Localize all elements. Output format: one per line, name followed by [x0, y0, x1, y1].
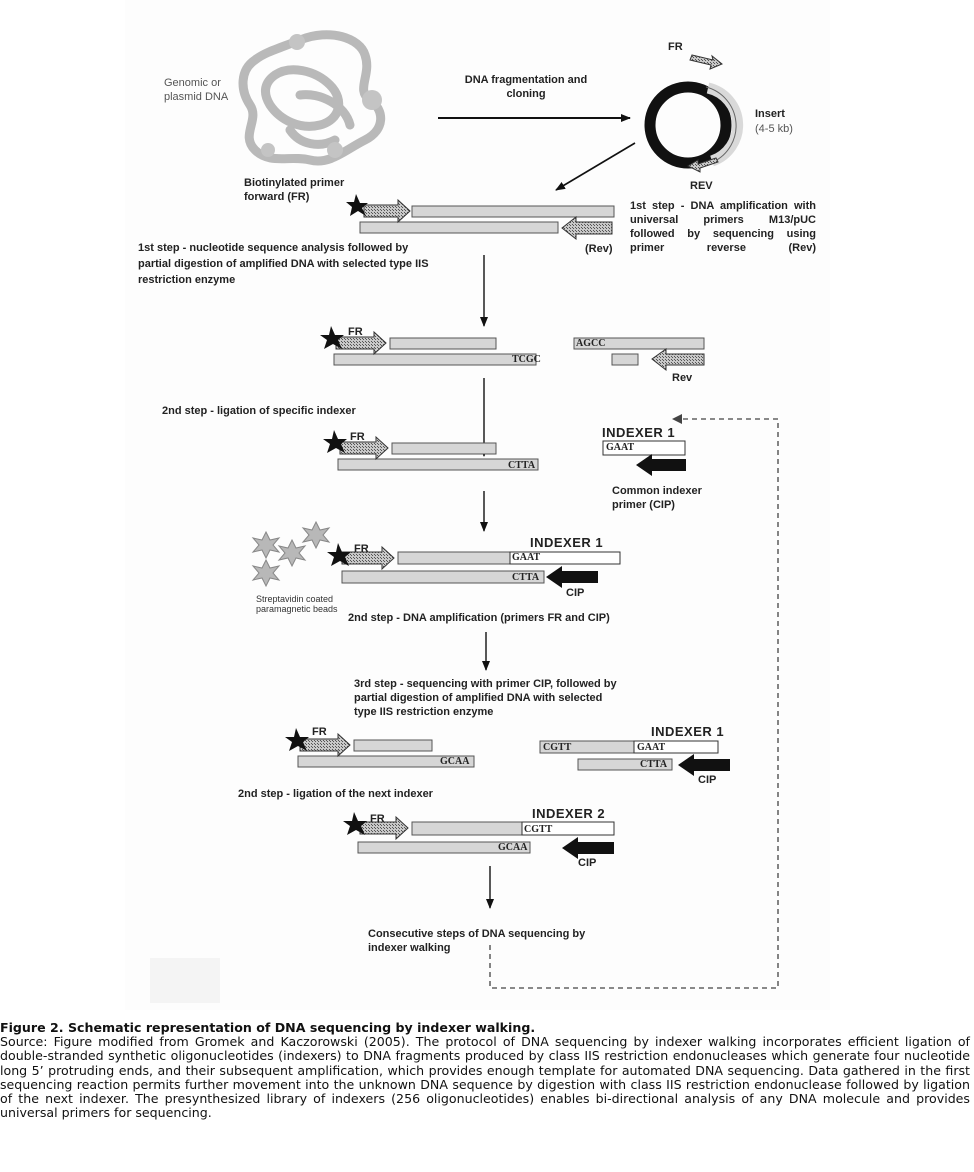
biotinylated-primer-label: Biotinylated primer forward (FR) — [244, 177, 345, 203]
seq-ctta-row3: CTTA — [508, 460, 536, 471]
row1-strands — [346, 194, 615, 241]
seq-agcc: AGCC — [576, 338, 606, 349]
seq-gcaa-row5: GCAA — [440, 756, 470, 767]
seq-gaat-row5: GAAT — [637, 742, 666, 753]
indexer1-box — [602, 440, 686, 476]
beads-label: Streptavidin coated paramagnetic beads — [256, 594, 338, 614]
rev-top-arrow — [686, 157, 719, 173]
seq-cgtt-row5: CGTT — [543, 742, 572, 753]
rev-paren-label: (Rev) — [585, 243, 613, 255]
indexer1-label-row5: INDEXER 1 — [651, 724, 725, 739]
common-indexer-primer-label: Common indexer primer (CIP) — [612, 485, 702, 511]
consecutive-steps-label: Consecutive steps of DNA sequencing by i… — [368, 928, 586, 954]
rev-top-label: REV — [690, 180, 713, 192]
seq-cgtt-row6: CGTT — [524, 824, 553, 835]
row4-strands — [327, 543, 621, 588]
step2-amplification-label: 2nd step - DNA amplification (primers FR… — [348, 612, 610, 624]
seq-gaat-row4: GAAT — [512, 552, 541, 563]
caption-body: Source: Figure modified from Gromek and … — [0, 1034, 970, 1121]
step1-right-label: 1st step - DNA amplification with univer… — [630, 200, 816, 254]
indexer1-label-row4: INDEXER 1 — [530, 535, 604, 550]
plasmid-ring — [644, 81, 744, 169]
genomic-dna-coil — [238, 30, 386, 166]
fr-label-row3: FR — [350, 431, 365, 443]
genomic-dna-label: Genomic or plasmid DNA — [164, 77, 229, 103]
cip-label-row5: CIP — [698, 774, 717, 786]
fr-label-row5: FR — [312, 726, 327, 738]
fr-label-row6: FR — [370, 813, 385, 825]
row2-right-strands — [573, 337, 705, 372]
figure-caption: Figure 2. Schematic representation of DN… — [0, 1020, 970, 1121]
seq-tcgc: TCGC — [512, 354, 541, 365]
fr-top-arrow — [689, 54, 723, 70]
step1-left-label: 1st step - nucleotide sequence analysis … — [138, 242, 429, 286]
fr-top-label: FR — [668, 41, 683, 53]
row3-strands — [323, 430, 539, 471]
step3-label: 3rd step - sequencing with primer CIP, f… — [354, 678, 617, 718]
step2-next-label: 2nd step - ligation of the next indexer — [238, 788, 433, 800]
fragmentation-label: DNA fragmentation and cloning — [464, 74, 588, 100]
loop-arrowhead — [672, 414, 682, 424]
rev-label-row2: Rev — [672, 372, 693, 384]
row5-left-strands — [285, 728, 475, 768]
row2-left-strands — [320, 326, 537, 366]
beads — [251, 520, 331, 588]
diagonal-arrow — [555, 142, 636, 191]
faint-box — [150, 958, 220, 1003]
walking-loop-dashed — [489, 418, 779, 989]
seq-gaat-row3: GAAT — [606, 442, 635, 453]
row6-strands — [343, 812, 615, 859]
indexer1-label-row3: INDEXER 1 — [602, 425, 676, 440]
seq-ctta-row4: CTTA — [512, 572, 540, 583]
row5-right-strands — [539, 740, 730, 776]
fr-label-row2: FR — [348, 326, 363, 338]
insert-label: Insert — [755, 108, 785, 120]
caption-title: Figure 2. Schematic representation of DN… — [0, 1020, 536, 1035]
indexer2-label: INDEXER 2 — [532, 806, 606, 821]
seq-gcaa-row6: GCAA — [498, 842, 528, 853]
fr-label-row4: FR — [354, 543, 369, 555]
seq-ctta-row5: CTTA — [640, 759, 668, 770]
cip-label-row6: CIP — [578, 857, 597, 869]
step2-ligation-label: 2nd step - ligation of specific indexer — [162, 405, 356, 417]
cip-label-row4: CIP — [566, 587, 585, 599]
insert-size-label: (4-5 kb) — [755, 123, 793, 135]
indexer-walking-diagram — [150, 30, 779, 1003]
